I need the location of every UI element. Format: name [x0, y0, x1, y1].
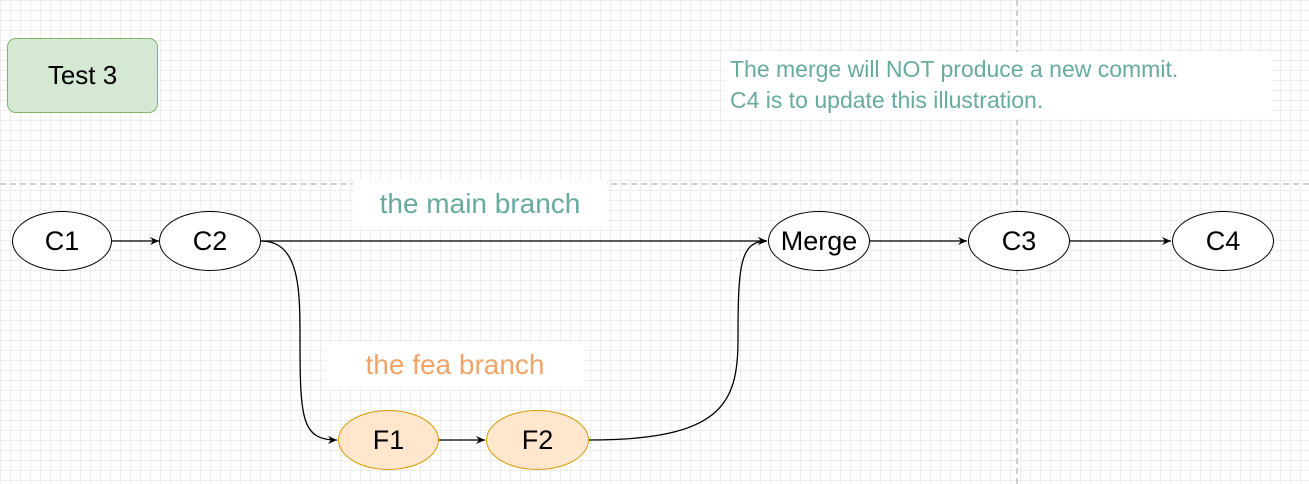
commit-node-merge[interactable]: Merge [768, 211, 870, 271]
commit-node-f2[interactable]: F2 [486, 410, 589, 470]
fea-branch-label[interactable]: the fea branch [326, 342, 584, 388]
commit-node-f1[interactable]: F1 [338, 410, 439, 470]
note-line-2: C4 is to update this illustration. [730, 87, 1044, 113]
edge-f2-merge[interactable] [588, 237, 768, 441]
commit-node-c1[interactable]: C1 [12, 211, 112, 271]
diagram-title[interactable]: Test 3 [7, 38, 158, 113]
main-branch-label[interactable]: the main branch [353, 180, 607, 228]
note-line-1: The merge will NOT produce a new commit. [730, 56, 1179, 82]
edge-c2-f1[interactable] [260, 240, 338, 444]
horizontal-divider [0, 183, 1309, 185]
commit-node-c2[interactable]: C2 [159, 211, 261, 271]
commit-node-c3[interactable]: C3 [968, 211, 1070, 271]
note-text-box[interactable]: The merge will NOT produce a new commit.… [725, 52, 1273, 118]
commit-node-c4[interactable]: C4 [1172, 211, 1274, 271]
